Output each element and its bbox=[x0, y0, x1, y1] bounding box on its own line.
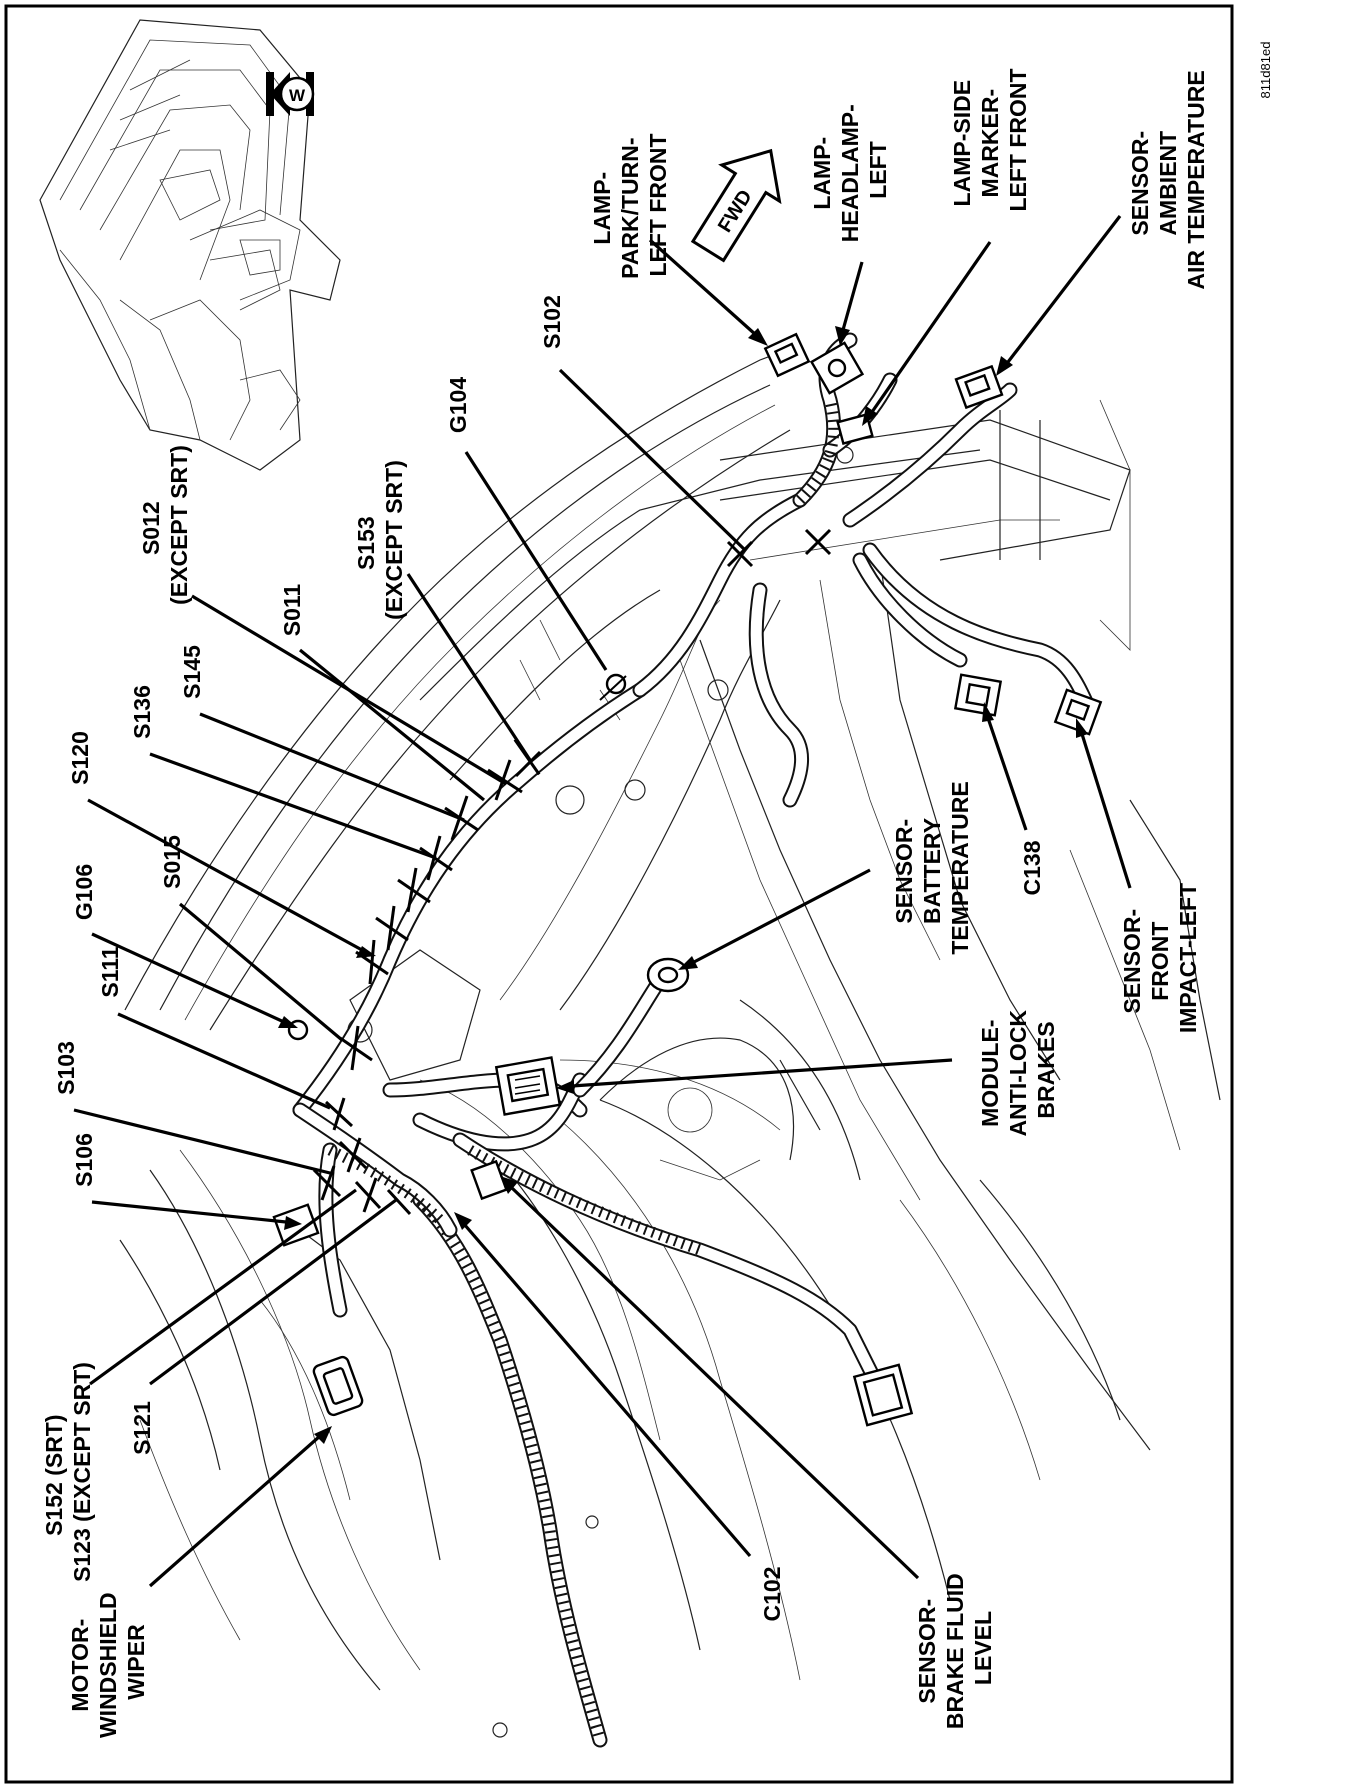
label-module-abs-1: MODULE- bbox=[977, 1020, 1003, 1127]
label-s102: S102 bbox=[539, 295, 565, 349]
figure-code: 811d81ed bbox=[1258, 42, 1273, 99]
label-sensor-brake-fluid: SENSOR- BRAKE FLUID LEVEL bbox=[914, 1567, 996, 1729]
label-c102: C102 bbox=[759, 1567, 785, 1622]
connector-battery-temp bbox=[646, 957, 690, 993]
label-sensor-brake-fluid-2: BRAKE FLUID bbox=[942, 1573, 968, 1729]
label-lamp-park-turn-3: LEFT FRONT bbox=[645, 133, 671, 276]
label-s121: S121 bbox=[129, 1401, 155, 1455]
label-s153-2: (EXCEPT SRT) bbox=[381, 460, 407, 620]
label-sensor-battery: SENSOR- BATTERY TEMPERATURE bbox=[891, 781, 973, 954]
connector-front-impact bbox=[1053, 688, 1103, 736]
label-s011: S011 bbox=[279, 584, 305, 637]
label-s106: S106 bbox=[71, 1133, 97, 1187]
label-s120: S120 bbox=[67, 731, 93, 785]
diagram-border bbox=[4, 4, 1234, 1784]
label-sensor-ambient-2: AMBIENT bbox=[1155, 131, 1181, 236]
label-s111: S111 bbox=[97, 946, 123, 997]
label-lamp-headlamp-2: HEADLAMP- bbox=[837, 104, 863, 242]
label-sensor-front-impact-3: IMPACT-LEFT bbox=[1175, 883, 1201, 1033]
label-s152-s123-1: S152 (SRT) bbox=[41, 1414, 67, 1535]
label-module-abs-2: ANTI-LOCK bbox=[1005, 1010, 1031, 1137]
view-direction-marker: W bbox=[266, 72, 315, 116]
connector-park-turn bbox=[763, 332, 811, 378]
label-s012: S012 (EXCEPT SRT) bbox=[138, 445, 192, 605]
leader-lines bbox=[73, 215, 1132, 1588]
label-lamp-park-turn-2: PARK/TURN- bbox=[617, 137, 643, 278]
label-lamp-side-marker-3: LEFT FRONT bbox=[1005, 68, 1031, 211]
label-s015: S015 bbox=[159, 835, 185, 889]
label-motor-wiper-1: MOTOR- bbox=[67, 1619, 93, 1712]
label-motor-wiper-2: WINDSHIELD bbox=[95, 1592, 121, 1738]
label-sensor-brake-fluid-1: SENSOR- bbox=[914, 1599, 940, 1704]
connector-c138 bbox=[953, 673, 1003, 717]
label-lamp-headlamp-3: LEFT bbox=[865, 141, 891, 199]
label-module-abs: MODULE- ANTI-LOCK BRAKES bbox=[977, 1004, 1059, 1137]
label-sensor-front-impact: SENSOR- FRONT IMPACT-LEFT bbox=[1119, 883, 1201, 1033]
label-s152-s123: S152 (SRT) S123 (EXCEPT SRT) bbox=[41, 1362, 95, 1582]
label-sensor-battery-3: TEMPERATURE bbox=[947, 781, 973, 954]
connector-c102 bbox=[852, 1363, 914, 1427]
label-module-abs-3: BRAKES bbox=[1033, 1021, 1059, 1118]
label-sensor-battery-2: BATTERY bbox=[919, 818, 945, 924]
label-sensor-ambient-1: SENSOR- bbox=[1127, 131, 1153, 236]
connector-wiper-motor bbox=[312, 1355, 364, 1417]
label-lamp-side-marker-1: LAMP-SIDE bbox=[949, 80, 975, 207]
label-s012-1: S012 bbox=[138, 501, 164, 555]
label-c138: C138 bbox=[1019, 840, 1045, 895]
label-sensor-ambient: SENSOR- AMBIENT AIR TEMPERATURE bbox=[1127, 70, 1209, 289]
label-s152-s123-2: S123 (EXCEPT SRT) bbox=[69, 1362, 95, 1582]
label-sensor-brake-fluid-3: LEVEL bbox=[970, 1611, 996, 1685]
label-sensor-battery-1: SENSOR- bbox=[891, 819, 917, 924]
label-lamp-side-marker: LAMP-SIDE MARKER- LEFT FRONT bbox=[949, 68, 1031, 211]
label-sensor-front-impact-2: FRONT bbox=[1147, 922, 1173, 1001]
label-sensor-front-impact-1: SENSOR- bbox=[1119, 909, 1145, 1014]
label-s145: S145 bbox=[179, 645, 205, 699]
label-lamp-headlamp-1: LAMP- bbox=[809, 137, 835, 210]
connector-headlamp bbox=[809, 341, 865, 395]
label-lamp-park-turn-1: LAMP- bbox=[589, 172, 615, 245]
connector-ambient-temp bbox=[954, 364, 1004, 410]
label-s153-1: S153 bbox=[353, 516, 379, 570]
fwd-arrow: FWD bbox=[690, 148, 782, 263]
label-lamp-park-turn: LAMP- PARK/TURN- LEFT FRONT bbox=[589, 131, 671, 279]
label-s153: S153 (EXCEPT SRT) bbox=[353, 460, 407, 620]
label-sensor-ambient-3: AIR TEMPERATURE bbox=[1183, 70, 1209, 289]
connector-brake-fluid bbox=[470, 1159, 508, 1201]
connector-abs-module bbox=[494, 1056, 562, 1116]
view-marker-letter: W bbox=[289, 86, 306, 105]
label-g104: G104 bbox=[445, 377, 471, 433]
ground-eyelet-g104 bbox=[599, 673, 627, 701]
label-s136: S136 bbox=[129, 685, 155, 739]
label-g106: G106 bbox=[71, 864, 97, 920]
label-s103: S103 bbox=[53, 1041, 79, 1095]
label-motor-wiper: MOTOR- WINDSHIELD WIPER bbox=[67, 1586, 149, 1738]
label-lamp-side-marker-2: MARKER- bbox=[977, 89, 1003, 198]
label-s012-2: (EXCEPT SRT) bbox=[166, 445, 192, 605]
inset-vehicle-view: W bbox=[39, 19, 341, 471]
label-motor-wiper-3: WIPER bbox=[123, 1624, 149, 1700]
wiring-harness bbox=[292, 332, 1098, 1748]
vehicle-body-structure bbox=[119, 344, 1221, 1738]
label-lamp-headlamp: LAMP- HEADLAMP- LEFT bbox=[809, 98, 891, 242]
